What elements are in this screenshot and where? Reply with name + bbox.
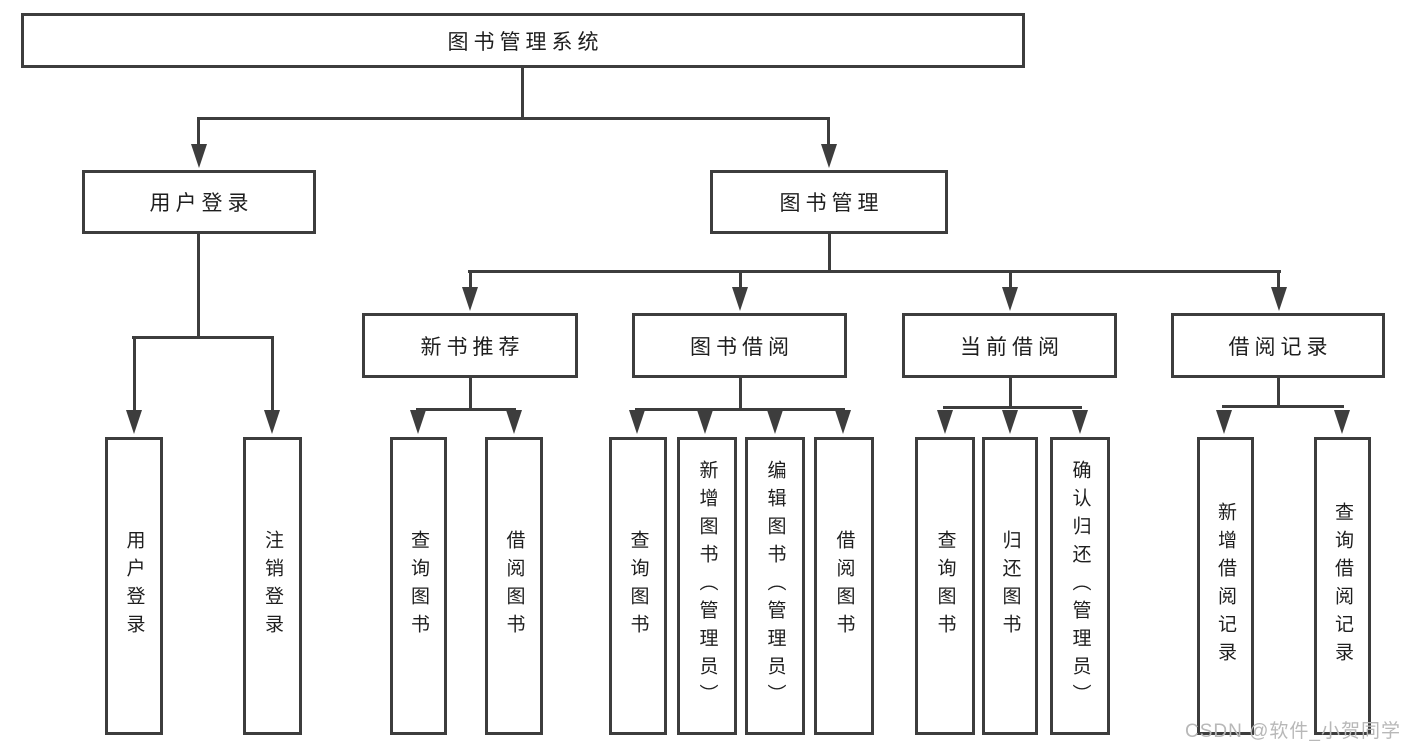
leaf-nbr-borrow-label: 借阅图书 <box>503 530 525 642</box>
leaf-logout-label: 注销登录 <box>262 530 283 642</box>
node-new-book-rec: 新书推荐 <box>362 313 578 378</box>
arrow-to-leaf-user-login-icon <box>126 410 142 434</box>
leaf-br-add: 新增借阅记录 <box>1197 437 1254 735</box>
arrow-to-leaf-bb-add-icon <box>697 410 713 434</box>
arrow-to-book-borrow-icon <box>732 287 748 311</box>
node-root: 图书管理系统 <box>21 13 1025 68</box>
arrow-to-leaf-nbr-borrow-icon <box>506 410 522 434</box>
leaf-user-login: 用户登录 <box>105 437 163 735</box>
node-new-book-rec-label: 新书推荐 <box>420 335 525 359</box>
leaf-bb-borrow: 借阅图书 <box>814 437 874 735</box>
node-current-borrow-label: 当前借阅 <box>960 335 1064 359</box>
node-current-borrow: 当前借阅 <box>902 313 1117 378</box>
connector-borrow-record-tee-line <box>1222 405 1344 408</box>
connector-book-mgmt-drop1-line <box>469 270 472 290</box>
leaf-br-query: 查询借阅记录 <box>1314 437 1371 735</box>
node-book-borrow: 图书借阅 <box>632 313 847 378</box>
connector-new-book-rec-stem-line <box>469 378 472 410</box>
connector-book-mgmt-stem-line <box>828 234 831 273</box>
arrow-to-leaf-br-add-icon <box>1216 410 1232 434</box>
leaf-nbr-borrow: 借阅图书 <box>485 437 543 735</box>
arrow-to-leaf-bb-query-icon <box>629 410 645 434</box>
leaf-cb-return: 归还图书 <box>982 437 1038 735</box>
connector-root-drop-right-line <box>827 117 830 147</box>
connector-root-tee-line <box>197 117 830 120</box>
node-root-label: 图书管理系统 <box>447 30 604 54</box>
connector-user-login-drop-right-line <box>271 336 274 412</box>
arrow-to-leaf-bb-edit-icon <box>767 410 783 434</box>
arrow-to-leaf-bb-borrow-icon <box>835 410 851 434</box>
arrow-to-leaf-cb-return-icon <box>1002 410 1018 434</box>
connector-current-borrow-stem-line <box>1009 378 1012 408</box>
node-book-mgmt-label: 图书管理 <box>779 192 884 215</box>
connector-root-drop-left-line <box>197 117 200 147</box>
node-book-borrow-label: 图书借阅 <box>690 335 794 359</box>
connector-current-borrow-tee-line <box>943 406 1082 409</box>
arrow-to-book-mgmt-icon <box>821 144 837 168</box>
arrow-to-leaf-cb-confirm-icon <box>1072 410 1088 434</box>
leaf-bb-query-label: 查询图书 <box>627 530 649 642</box>
arrow-to-borrow-record-icon <box>1271 287 1287 311</box>
leaf-bb-add: 新增图书（管理员） <box>677 437 737 735</box>
connector-new-book-rec-tee-line <box>416 408 516 411</box>
arrow-to-leaf-cb-query-icon <box>937 410 953 434</box>
leaf-nbr-query: 查询图书 <box>390 437 447 735</box>
arrow-to-current-borrow-icon <box>1002 287 1018 311</box>
leaf-bb-edit-label: 编辑图书（管理员） <box>764 460 786 712</box>
csdn-watermark: CSDN @软件_小贺同学 <box>1185 721 1401 742</box>
arrow-to-user-login-icon <box>191 144 207 168</box>
node-borrow-record-label: 借阅记录 <box>1228 335 1333 359</box>
leaf-cb-return-label: 归还图书 <box>999 530 1021 642</box>
node-user-login: 用户登录 <box>82 170 316 234</box>
connector-book-mgmt-drop4-line <box>1277 270 1280 290</box>
arrow-to-leaf-nbr-query-icon <box>410 410 426 434</box>
leaf-nbr-query-label: 查询图书 <box>408 530 429 642</box>
connector-root-stem-line <box>521 68 524 119</box>
connector-borrow-record-stem-line <box>1277 378 1280 407</box>
leaf-bb-edit: 编辑图书（管理员） <box>745 437 805 735</box>
connector-user-login-tee-line <box>132 336 274 339</box>
node-borrow-record: 借阅记录 <box>1171 313 1385 378</box>
leaf-cb-query: 查询图书 <box>915 437 975 735</box>
connector-user-login-drop-left-line <box>133 336 136 412</box>
leaf-cb-query-label: 查询图书 <box>934 530 956 642</box>
node-user-login-label: 用户登录 <box>149 192 254 215</box>
connector-book-mgmt-drop3-line <box>1009 270 1012 290</box>
arrow-to-leaf-br-query-icon <box>1334 410 1350 434</box>
leaf-bb-borrow-label: 借阅图书 <box>833 530 855 642</box>
node-book-mgmt: 图书管理 <box>710 170 948 234</box>
leaf-bb-add-label: 新增图书（管理员） <box>696 460 718 712</box>
arrow-to-leaf-logout-icon <box>264 410 280 434</box>
leaf-cb-confirm-label: 确认归还（管理员） <box>1069 460 1091 712</box>
leaf-user-login-label: 用户登录 <box>123 530 145 642</box>
connector-book-borrow-stem-line <box>739 378 742 410</box>
connector-book-borrow-tee-line <box>635 408 845 411</box>
leaf-cb-confirm: 确认归还（管理员） <box>1050 437 1110 735</box>
leaf-logout: 注销登录 <box>243 437 302 735</box>
connector-book-mgmt-tee-line <box>468 270 1281 273</box>
arrow-to-new-book-rec-icon <box>462 287 478 311</box>
connector-user-login-stem-line <box>197 234 200 339</box>
leaf-br-add-label: 新增借阅记录 <box>1215 502 1236 670</box>
connector-book-mgmt-drop2-line <box>739 270 742 290</box>
leaf-bb-query: 查询图书 <box>609 437 667 735</box>
leaf-br-query-label: 查询借阅记录 <box>1332 502 1353 670</box>
